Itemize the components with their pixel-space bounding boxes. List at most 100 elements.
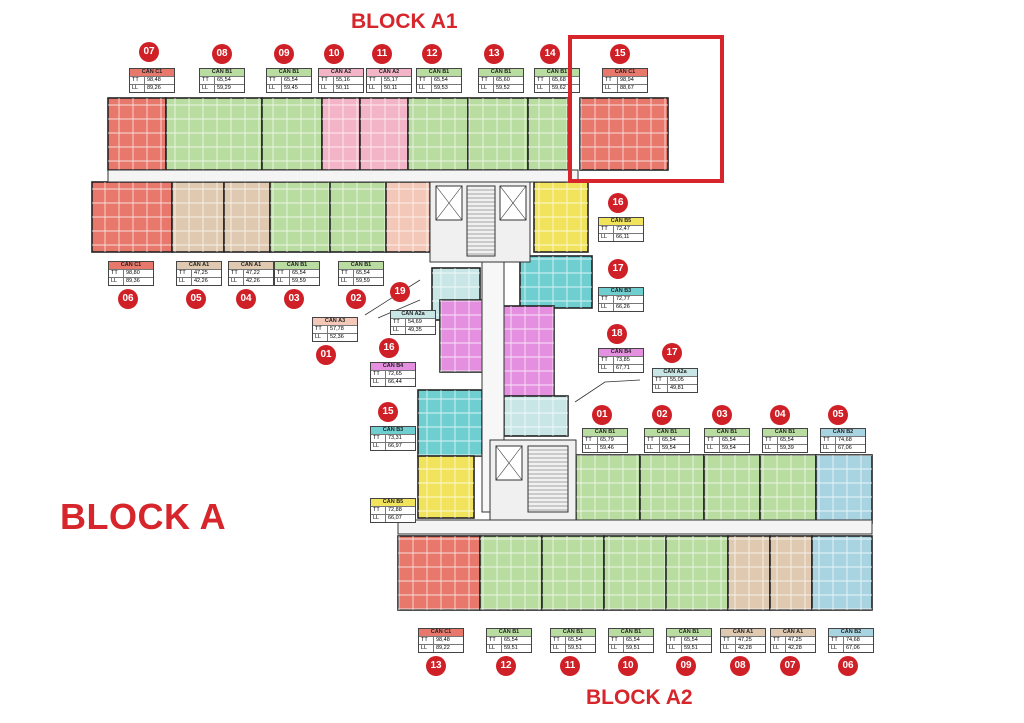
unit-number-badge: 06 bbox=[838, 656, 858, 676]
unit-number-badge: 03 bbox=[712, 405, 732, 425]
unit-type-name: CĂN A2a bbox=[391, 311, 435, 318]
area-label: TT bbox=[667, 637, 682, 644]
area-label: TT bbox=[417, 77, 432, 84]
area-value: 65,54 bbox=[684, 637, 698, 643]
area-value: 65,54 bbox=[292, 270, 306, 276]
highlight-box-unit-15 bbox=[568, 35, 724, 183]
area-label: TT bbox=[535, 77, 550, 84]
block-a-title: BLOCK A bbox=[60, 496, 227, 537]
area-value: 65,68 bbox=[552, 77, 566, 83]
area-label: TT bbox=[130, 77, 145, 84]
room-grid bbox=[604, 536, 666, 610]
area-value: 74,68 bbox=[846, 637, 860, 643]
area-label: LL bbox=[371, 443, 386, 450]
area-label: TT bbox=[721, 637, 736, 644]
unit-type-name: CĂN B5 bbox=[599, 218, 643, 225]
area-value: 98,80 bbox=[126, 270, 140, 276]
unit-type-name: CĂN B1 bbox=[583, 429, 627, 436]
unit-number-badge: 15 bbox=[378, 402, 398, 422]
area-label: LL bbox=[721, 645, 736, 652]
area-label: LL bbox=[177, 278, 192, 285]
area-value: 72,65 bbox=[388, 371, 402, 377]
unit-number-badge: 10 bbox=[618, 656, 638, 676]
area-label: TT bbox=[275, 270, 290, 277]
unit-number-badge: 08 bbox=[730, 656, 750, 676]
unit-number-badge: 10 bbox=[324, 44, 344, 64]
room-grid bbox=[666, 536, 728, 610]
area-label: LL bbox=[371, 515, 386, 522]
room-grid bbox=[322, 98, 360, 170]
area-label: LL bbox=[599, 365, 614, 372]
area-label: LL bbox=[391, 327, 406, 334]
room-grid bbox=[580, 98, 668, 170]
area-value: 59,52 bbox=[496, 85, 510, 91]
area-value: 65,54 bbox=[722, 437, 736, 443]
area-label: LL bbox=[319, 85, 334, 92]
area-label: TT bbox=[551, 637, 566, 644]
room-grid bbox=[520, 256, 592, 308]
room-grid bbox=[816, 455, 872, 523]
area-value: 59,59 bbox=[292, 278, 306, 284]
area-label: TT bbox=[229, 270, 244, 277]
area-value: 89,22 bbox=[436, 645, 450, 651]
unit-number-badge: 16 bbox=[379, 338, 399, 358]
area-value: 88,67 bbox=[620, 85, 634, 91]
area-label: LL bbox=[705, 445, 720, 452]
area-value: 49,81 bbox=[670, 385, 684, 391]
area-value: 65,54 bbox=[626, 637, 640, 643]
unit-type-name: CĂN B3 bbox=[599, 288, 643, 295]
area-value: 42,28 bbox=[788, 645, 802, 651]
unit-number-badge: 17 bbox=[608, 259, 628, 279]
area-value: 59,39 bbox=[780, 445, 794, 451]
unit-type-name: CĂN B1 bbox=[200, 69, 244, 76]
area-label: LL bbox=[479, 85, 494, 92]
unit-type-name: CĂN B1 bbox=[551, 629, 595, 636]
area-label: TT bbox=[371, 371, 386, 378]
room-grid bbox=[640, 455, 704, 523]
unit-number-badge: 07 bbox=[780, 656, 800, 676]
unit-type-name: CĂN A3 bbox=[313, 318, 357, 325]
unit-number-badge: 03 bbox=[284, 289, 304, 309]
area-value: 65,60 bbox=[496, 77, 510, 83]
area-label: LL bbox=[109, 278, 124, 285]
area-value: 66,11 bbox=[616, 234, 630, 240]
area-label: LL bbox=[653, 385, 668, 392]
area-value: 67,71 bbox=[616, 365, 630, 371]
area-label: LL bbox=[609, 645, 624, 652]
area-value: 65,79 bbox=[600, 437, 614, 443]
area-label: TT bbox=[313, 326, 328, 333]
room-grid bbox=[534, 182, 588, 252]
area-value: 72,88 bbox=[388, 507, 402, 513]
unit-type-name: CĂN A2 bbox=[319, 69, 363, 76]
area-value: 73,85 bbox=[616, 357, 630, 363]
area-value: 67,06 bbox=[846, 645, 860, 651]
area-value: 72,47 bbox=[616, 226, 630, 232]
area-value: 59,46 bbox=[600, 445, 614, 451]
area-label: TT bbox=[371, 435, 386, 442]
